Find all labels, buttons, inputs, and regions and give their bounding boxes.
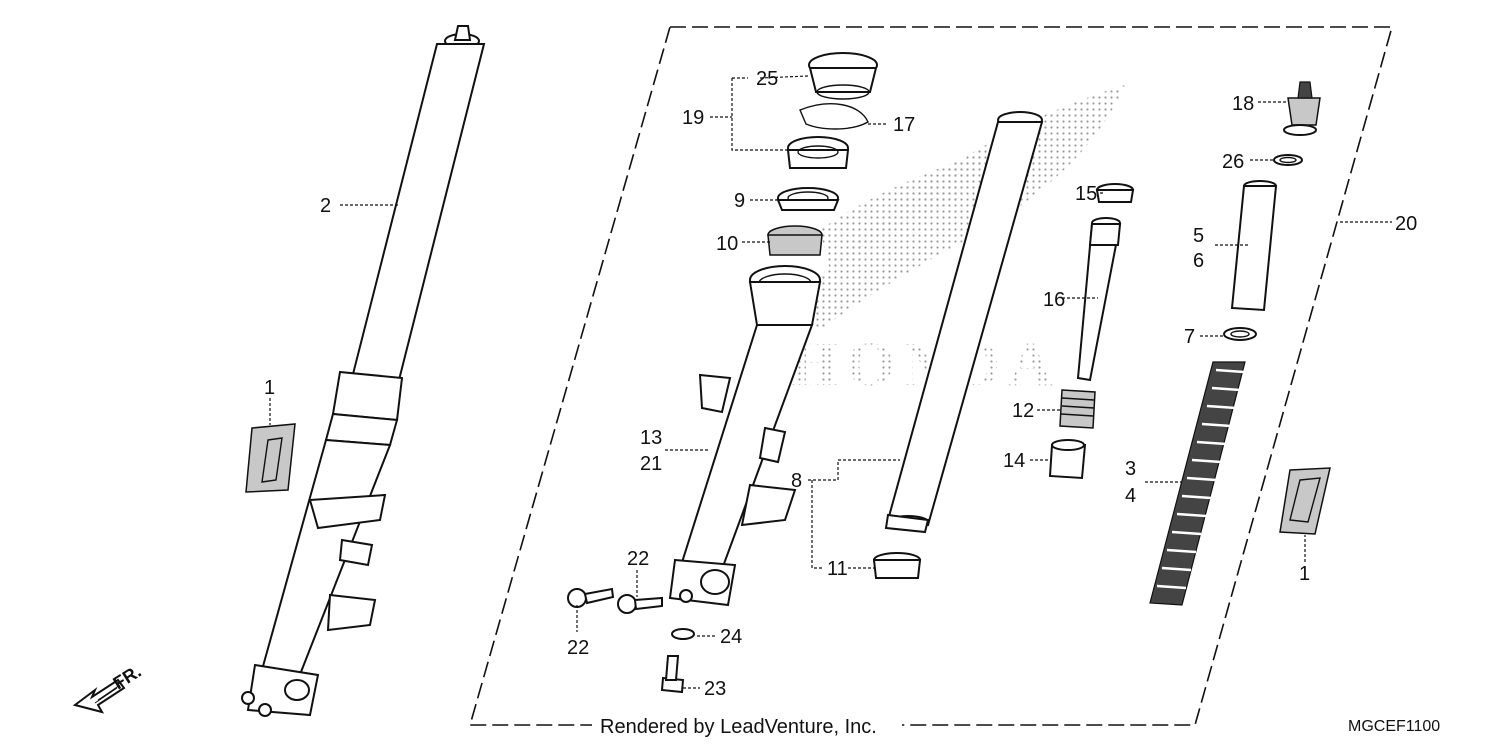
slider-bushing xyxy=(872,552,922,579)
fork-slider xyxy=(668,265,822,607)
inner-fork-tube xyxy=(884,111,1044,534)
callout-26: 26 xyxy=(1222,151,1244,173)
footer-credit: Rendered by LeadVenture, Inc. xyxy=(600,716,877,738)
honda-watermark-text: HONDA xyxy=(790,331,1061,399)
callout-15: 15 xyxy=(1075,183,1097,205)
callout-11: 11 xyxy=(827,558,848,580)
honda-watermark-logo: HONDA xyxy=(780,85,1125,399)
diagram-code: MGCEF1100 xyxy=(1348,718,1440,735)
callout-18: 18 xyxy=(1232,93,1254,115)
leader-lines xyxy=(269,75,1392,689)
callout-1-left: 1 xyxy=(264,377,275,399)
damper-parts xyxy=(1048,183,1135,480)
callout-14: 14 xyxy=(1003,450,1025,472)
guide-pad-right xyxy=(1279,467,1331,535)
callout-21: 21 xyxy=(640,453,662,475)
callout-6: 6 xyxy=(1193,250,1204,272)
callout-24: 24 xyxy=(720,626,742,648)
fork-leg-assembly xyxy=(241,25,486,717)
callout-5: 5 xyxy=(1193,225,1204,247)
fork-spring-parts xyxy=(1149,81,1321,606)
callout-10: 10 xyxy=(716,233,738,255)
callout-2: 2 xyxy=(320,195,331,217)
callouts: 2 1 1 25 19 17 9 10 13 21 8 11 15 16 12 … xyxy=(264,68,1417,700)
callout-22-lower: 22 xyxy=(567,637,589,659)
callout-1-right: 1 xyxy=(1299,563,1310,585)
callout-16: 16 xyxy=(1043,289,1065,311)
callout-8: 8 xyxy=(791,470,802,492)
callout-3: 3 xyxy=(1125,458,1136,480)
seal-stack xyxy=(767,52,878,256)
callout-25: 25 xyxy=(756,68,778,90)
callout-4: 4 xyxy=(1125,485,1136,507)
bolts-washers xyxy=(567,587,695,694)
callout-22-upper: 22 xyxy=(627,548,649,570)
callout-9: 9 xyxy=(734,190,745,212)
callout-13: 13 xyxy=(640,427,662,449)
callout-19: 19 xyxy=(682,107,704,129)
callout-23: 23 xyxy=(704,678,726,700)
callout-17: 17 xyxy=(893,114,915,136)
guide-pad-left xyxy=(245,423,296,493)
callout-7: 7 xyxy=(1184,326,1195,348)
front-direction-arrow: FR. xyxy=(72,661,145,714)
callout-12: 12 xyxy=(1012,400,1034,422)
callout-20: 20 xyxy=(1395,213,1417,235)
